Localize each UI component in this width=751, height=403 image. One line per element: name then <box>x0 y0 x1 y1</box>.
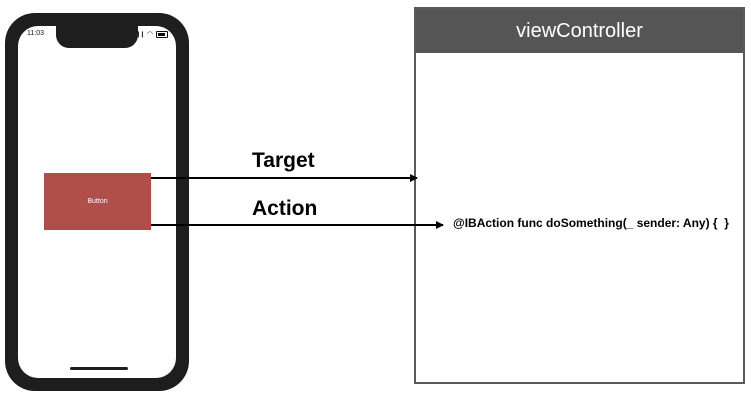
battery-icon <box>156 30 168 38</box>
target-label: Target <box>252 149 315 172</box>
view-controller-box: viewController <box>414 7 745 384</box>
view-controller-header: viewController <box>416 9 743 53</box>
action-code: @IBAction func doSomething(_ sender: Any… <box>453 216 729 230</box>
button-label: Button <box>87 198 108 205</box>
view-controller-title: viewController <box>516 19 643 42</box>
action-label: Action <box>252 197 318 220</box>
ui-button[interactable]: Button <box>44 173 151 230</box>
signal-icon: ❙❙ <box>135 31 145 38</box>
home-indicator <box>70 367 128 370</box>
status-icons: ❙❙ ◠ <box>136 30 168 38</box>
phone-notch <box>56 26 138 48</box>
status-time: 11:03 <box>27 30 44 37</box>
wifi-icon: ◠ <box>146 31 153 38</box>
